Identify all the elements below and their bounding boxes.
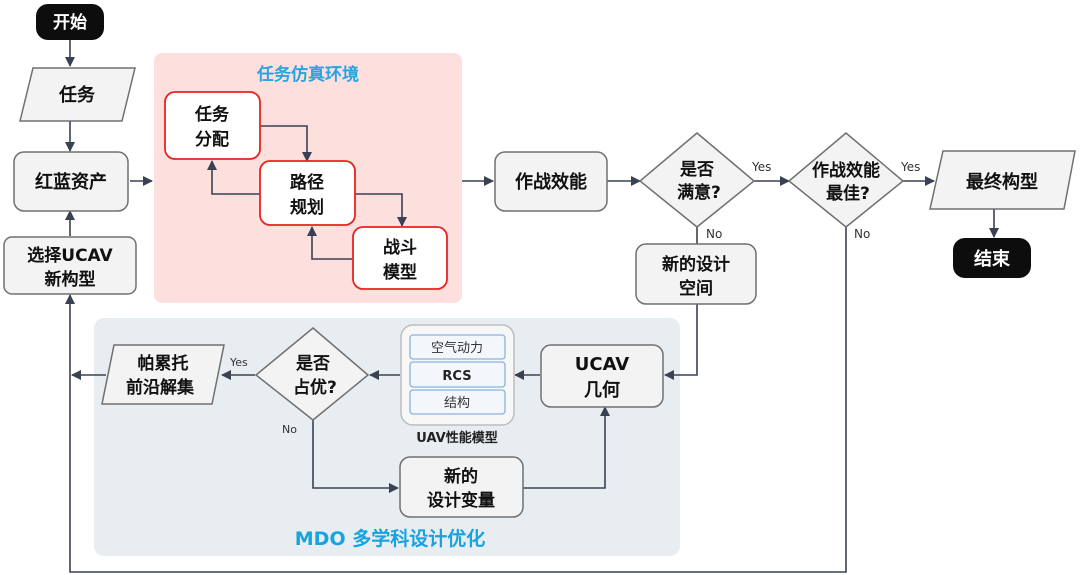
- svg-text:开始: 开始: [53, 12, 87, 33]
- new-design-variables-node: 新的 设计变量: [399, 456, 524, 518]
- edge-alloc-path: [260, 125, 312, 162]
- edge-path-alloc: [207, 160, 260, 195]
- svg-text:是否: 是否: [296, 354, 330, 374]
- task-allocation-node: 任务 分配: [164, 91, 261, 160]
- satisfied-no-label: No: [706, 227, 722, 241]
- edge-best-no-loop: [65, 225, 847, 573]
- svg-text:前沿解集: 前沿解集: [126, 377, 195, 398]
- svg-text:最终构型: 最终构型: [966, 171, 1038, 193]
- svg-text:路径: 路径: [290, 172, 324, 193]
- svg-text:新的设计: 新的设计: [662, 254, 730, 275]
- svg-text:空间: 空间: [679, 278, 713, 299]
- rcs-submodel: [409, 361, 506, 388]
- combat-effectiveness-node: 作战效能: [494, 151, 608, 212]
- svg-text:战斗: 战斗: [383, 238, 417, 258]
- end-node: 结束: [953, 238, 1031, 278]
- performance-model-label: UAV性能模型: [416, 430, 497, 446]
- svg-text:任务: 任务: [58, 84, 96, 106]
- svg-text:帕累托: 帕累托: [138, 353, 189, 374]
- svg-text:空气动力: 空气动力: [431, 340, 483, 356]
- edge-combat-path: [307, 226, 352, 260]
- best-effectiveness-decision: 作战效能 最佳?: [787, 132, 905, 228]
- edge-dominant-newvars: [312, 419, 399, 493]
- red-blue-assets-node: 红蓝资产: [13, 151, 129, 212]
- dominant-decision: 是否 占优?: [254, 327, 370, 421]
- svg-text:新构型: 新构型: [45, 269, 96, 290]
- pareto-front-node: 帕累托 前沿解集: [101, 344, 225, 405]
- satisfied-decision: 是否 满意?: [638, 132, 756, 228]
- svg-text:最佳?: 最佳?: [826, 183, 870, 204]
- svg-text:设计变量: 设计变量: [427, 490, 495, 511]
- aero-submodel: [409, 334, 506, 360]
- edge-newspace-ucavgeo: [664, 304, 698, 380]
- final-config-node: 最终构型: [929, 150, 1076, 210]
- svg-text:任务: 任务: [194, 104, 230, 125]
- uav-performance-model: 空气动力 RCS 结构: [400, 324, 515, 426]
- svg-text:结构: 结构: [444, 396, 470, 411]
- mdo-title: MDO 多学科设计优化: [295, 527, 485, 550]
- mdo-group: [94, 318, 680, 556]
- svg-text:红蓝资产: 红蓝资产: [35, 171, 107, 193]
- best-yes-label: Yes: [900, 160, 920, 174]
- edge-newvars-ucavgeo: [523, 406, 610, 489]
- satisfied-yes-label: Yes: [751, 160, 771, 174]
- start-node: 开始: [36, 4, 104, 40]
- svg-text:作战效能: 作战效能: [812, 160, 880, 181]
- edge-path-combat: [355, 193, 407, 227]
- svg-text:UCAV: UCAV: [575, 354, 630, 375]
- structure-submodel: [409, 389, 506, 415]
- select-ucav-node: 选择UCAV 新构型: [3, 236, 137, 295]
- path-planning-node: 路径 规划: [259, 160, 356, 226]
- new-design-space-node: 新的设计 空间: [635, 243, 757, 305]
- combat-model-node: 战斗 模型: [352, 226, 448, 290]
- sim-environment-title: 任务仿真环境: [256, 64, 359, 85]
- edges: [65, 40, 999, 573]
- svg-text:选择UCAV: 选择UCAV: [27, 245, 113, 266]
- svg-text:规划: 规划: [290, 197, 324, 218]
- svg-text:模型: 模型: [383, 262, 417, 283]
- svg-text:新的: 新的: [444, 466, 478, 487]
- svg-text:几何: 几何: [584, 379, 620, 401]
- svg-text:RCS: RCS: [442, 369, 471, 384]
- ucav-geometry-node: UCAV 几何: [540, 344, 664, 408]
- mission-node: 任务: [19, 67, 136, 122]
- svg-text:分配: 分配: [195, 130, 229, 150]
- best-no-label: No: [854, 227, 870, 241]
- svg-text:作战效能: 作战效能: [515, 171, 587, 193]
- dominant-yes-label: Yes: [229, 356, 248, 369]
- svg-text:满意?: 满意?: [677, 182, 721, 203]
- dominant-no-label: No: [282, 423, 297, 436]
- svg-text:结束: 结束: [974, 248, 1011, 270]
- svg-text:是否: 是否: [680, 160, 714, 180]
- svg-text:占优?: 占优?: [293, 377, 337, 398]
